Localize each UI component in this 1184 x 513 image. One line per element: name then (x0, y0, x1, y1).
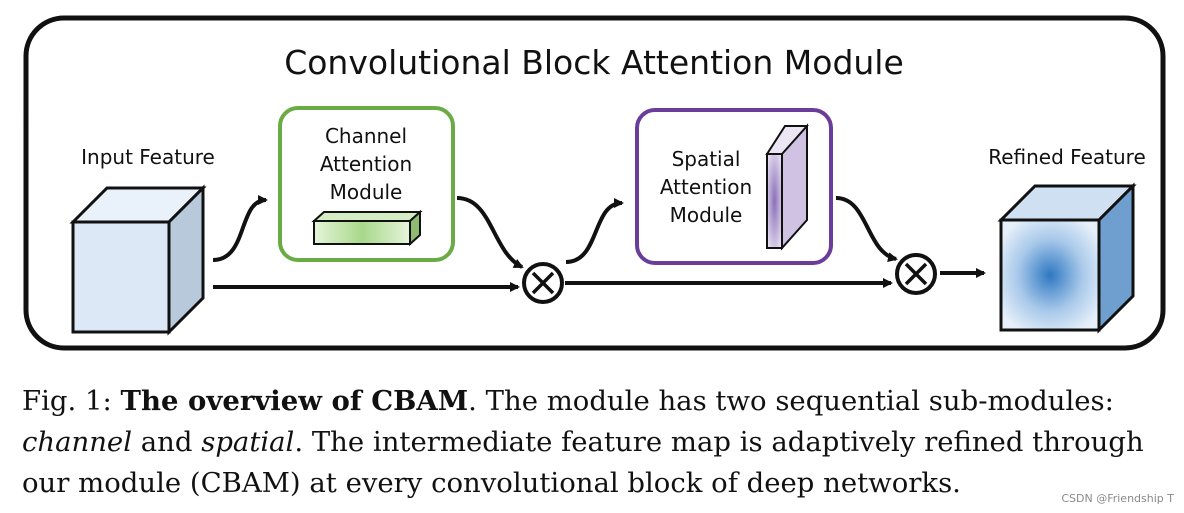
caption-italic-spatial: spatial (201, 426, 295, 458)
arrow-spatial-to-multiply2 (835, 196, 898, 263)
arrow-multiply1-to-spatial (565, 198, 624, 264)
refined-feature-cube (997, 182, 1137, 334)
spatial-module-line1: Spatial (672, 147, 741, 171)
caption-line-3: our module (CBAM) at every convolutional… (22, 467, 961, 499)
caption-line-2: channel and spatial. The intermediate fe… (22, 422, 1172, 463)
multiply-node-2 (895, 253, 937, 295)
figure-caption: Fig. 1: The overview of CBAM. The module… (22, 381, 1172, 504)
caption-italic-channel: channel (22, 426, 132, 458)
input-feature-cube (69, 184, 207, 336)
spatial-module-line3: Module (670, 203, 743, 227)
module-frame (23, 15, 1166, 351)
refined-feature-label: Refined Feature (988, 145, 1146, 169)
caption-line1-rest: . The module has two sequential sub-modu… (468, 385, 1114, 417)
caption-fig-label: Fig. 1: (22, 385, 112, 417)
diagram-title: Convolutional Block Attention Module (284, 43, 904, 82)
caption-bold-title: The overview of CBAM (120, 385, 469, 417)
caption-line2-rest: . The intermediate feature map is adapti… (294, 426, 1144, 458)
arrow-input-to-channel (212, 195, 268, 262)
csdn-watermark: CSDN @Friendship T (1061, 492, 1174, 505)
caption-and-word: and (132, 426, 202, 458)
cbam-diagram: Convolutional Block Attention Module Inp… (23, 15, 1166, 351)
multiply-node-1 (522, 262, 564, 304)
caption-line-1: Fig. 1: The overview of CBAM. The module… (22, 381, 1172, 422)
spatial-module-line2: Attention (660, 175, 752, 199)
spatial-attention-plate (765, 123, 809, 251)
channel-module-line1: Channel (325, 124, 407, 148)
channel-attention-bar (311, 209, 423, 247)
channel-module-line3: Module (330, 180, 403, 204)
arrow-channel-to-multiply1 (456, 196, 524, 269)
channel-module-line2: Attention (320, 152, 412, 176)
input-feature-label: Input Feature (81, 145, 215, 169)
